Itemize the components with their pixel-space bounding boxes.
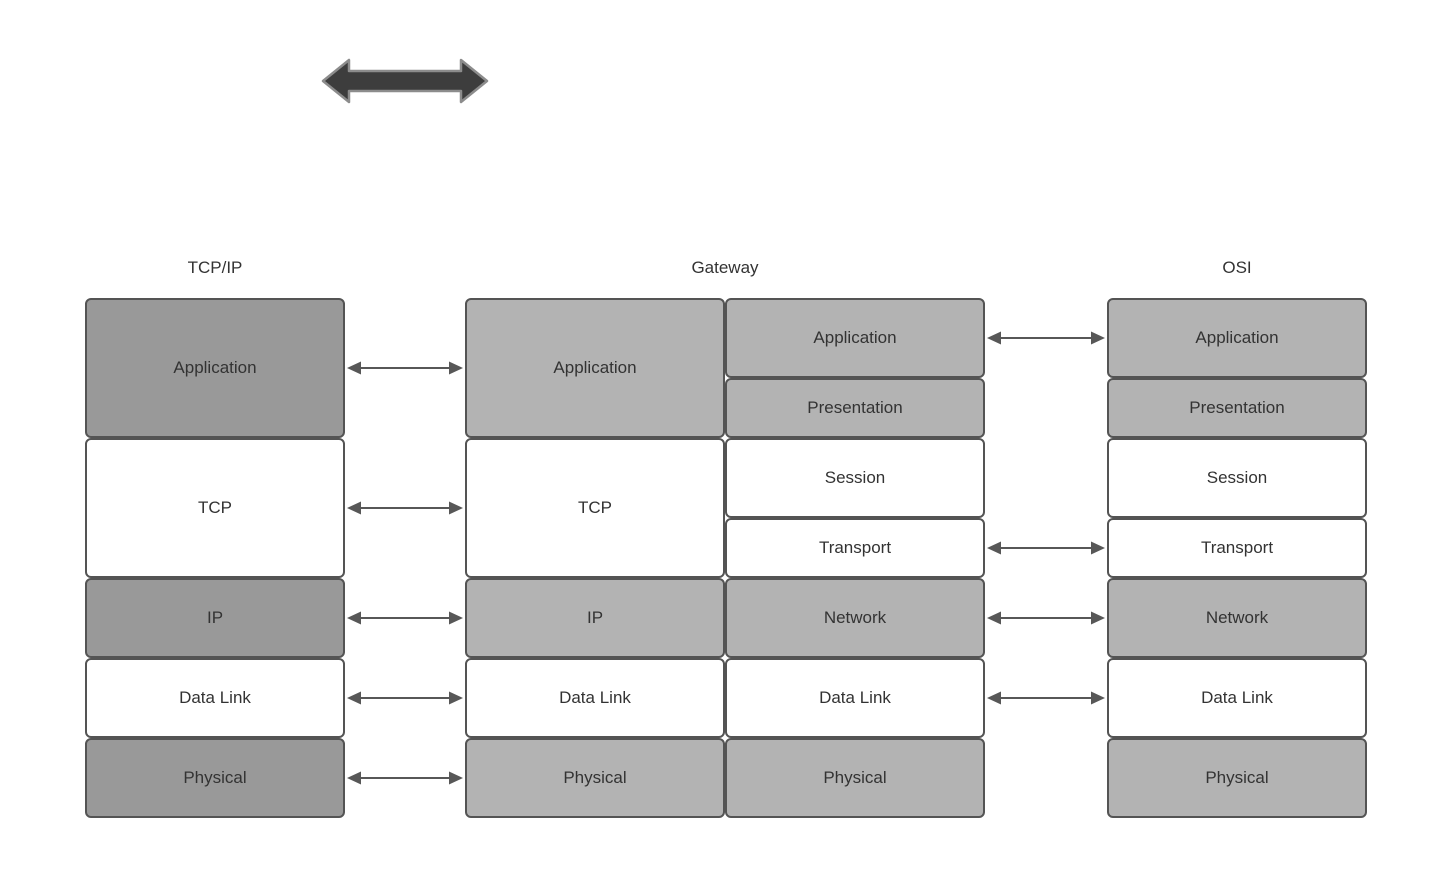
gateway-left-layer-physical: Physical — [465, 738, 725, 818]
osi-layer-presentation: Presentation — [1107, 378, 1367, 438]
osi-layer-network: Network — [1107, 578, 1367, 658]
osi-layer-application: Application — [1107, 298, 1367, 378]
gateway-right-layer-network: Network — [725, 578, 985, 658]
osi-layer-session: Session — [1107, 438, 1367, 518]
gateway-right-layer-datalink: Data Link — [725, 658, 985, 738]
tcpip-layer-application: Application — [85, 298, 345, 438]
gateway-right-layer-session: Session — [725, 438, 985, 518]
connector-application-left — [347, 361, 463, 375]
gateway-left-layer-datalink: Data Link — [465, 658, 725, 738]
connector-tcp — [347, 501, 463, 515]
osi-column-label: OSI — [1222, 258, 1252, 277]
connector-physical-left — [347, 771, 463, 785]
osi-layer-datalink: Data Link — [1107, 658, 1367, 738]
tcpip-layer-tcp: TCP — [85, 438, 345, 578]
gateway-right-layer-physical: Physical — [725, 738, 985, 818]
connector-ip — [347, 611, 463, 625]
gateway-right-layer-application: Application — [725, 298, 985, 378]
connector-datalink-left — [347, 691, 463, 705]
gateway-right-layer-presentation: Presentation — [725, 378, 985, 438]
tcpip-layer-ip: IP — [85, 578, 345, 658]
connector-datalink-right — [987, 691, 1105, 705]
tcpip-layer-datalink: Data Link — [85, 658, 345, 738]
osi-layer-transport: Transport — [1107, 518, 1367, 578]
connector-application-right — [987, 331, 1105, 345]
connector-network — [987, 611, 1105, 625]
gateway-right-layer-transport: Transport — [725, 518, 985, 578]
gateway-left-layer-tcp: TCP — [465, 438, 725, 578]
tcpip-column-label: TCP/IP — [187, 258, 243, 277]
gateway-column-label: Gateway — [691, 258, 759, 277]
double-arrow-icon — [321, 58, 489, 104]
osi-layer-physical: Physical — [1107, 738, 1367, 818]
gateway-left-layer-application: Application — [465, 298, 725, 438]
gateway-left-layer-ip: IP — [465, 578, 725, 658]
connector-transport — [987, 541, 1105, 555]
tcpip-layer-physical: Physical — [85, 738, 345, 818]
